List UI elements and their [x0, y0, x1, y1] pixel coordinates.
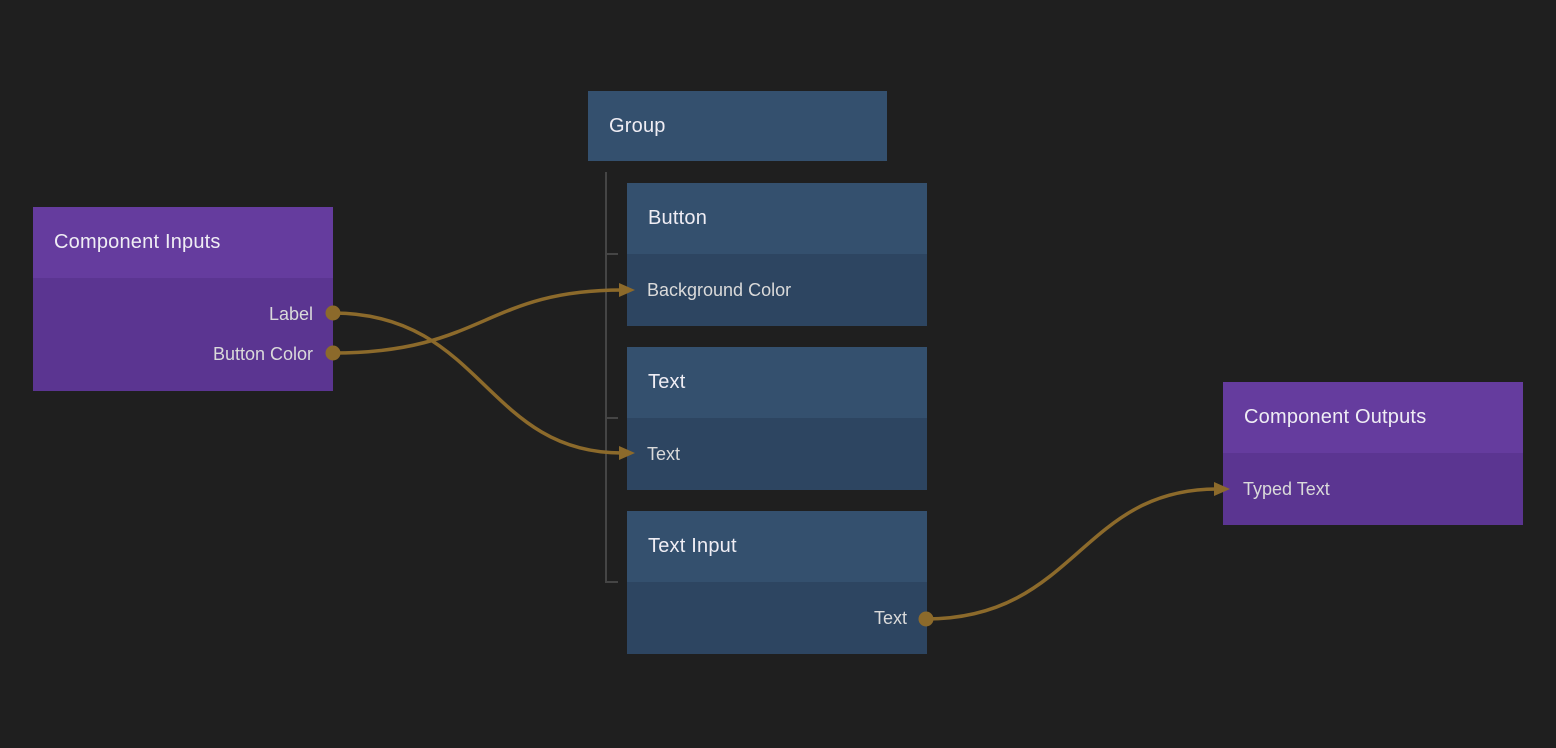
input-row-typed-text[interactable]: Typed Text	[1223, 453, 1523, 525]
input-row-background-color[interactable]: Background Color	[627, 254, 927, 326]
row-label: Text	[873, 607, 907, 628]
input-row-text[interactable]: Text	[627, 418, 927, 490]
port-label: Button Color	[212, 344, 313, 364]
node-text-input[interactable]: Text Input Text	[627, 511, 927, 654]
node-button[interactable]: Button Background Color	[627, 183, 927, 326]
node-title: Group	[609, 114, 666, 137]
node-group[interactable]: Group	[588, 91, 887, 161]
output-row-text[interactable]: Text	[627, 582, 927, 654]
node-button-header[interactable]: Button	[627, 183, 927, 254]
node-group-header[interactable]: Group	[588, 91, 887, 161]
node-text-header[interactable]: Text	[627, 347, 927, 418]
node-component-inputs-body: Label Button Color	[33, 278, 333, 391]
row-label: Text	[647, 443, 681, 464]
connection-wire[interactable]	[331, 311, 624, 455]
row-label: Typed Text	[1243, 478, 1330, 499]
node-title: Button	[648, 207, 708, 229]
node-title: Component Outputs	[1244, 406, 1427, 428]
output-port-label[interactable]: Label	[33, 295, 333, 335]
port-label: Label	[268, 304, 313, 324]
connection-wire[interactable]	[924, 487, 1219, 621]
node-text[interactable]: Text Text	[627, 347, 927, 490]
output-port-button-color[interactable]: Button Color	[33, 335, 333, 375]
node-component-outputs-header[interactable]: Component Outputs	[1223, 382, 1523, 453]
node-component-outputs[interactable]: Component Outputs Typed Text	[1223, 382, 1523, 525]
node-title: Text Input	[648, 535, 737, 557]
node-title: Text	[648, 371, 686, 393]
row-label: Background Color	[647, 279, 792, 300]
node-component-inputs[interactable]: Component Inputs Label Button Color	[33, 207, 333, 391]
node-text-input-header[interactable]: Text Input	[627, 511, 927, 582]
connection-wire[interactable]	[331, 288, 624, 355]
group-tree-line	[605, 172, 618, 583]
node-component-inputs-header[interactable]: Component Inputs	[33, 207, 333, 278]
node-title: Component Inputs	[54, 231, 221, 253]
